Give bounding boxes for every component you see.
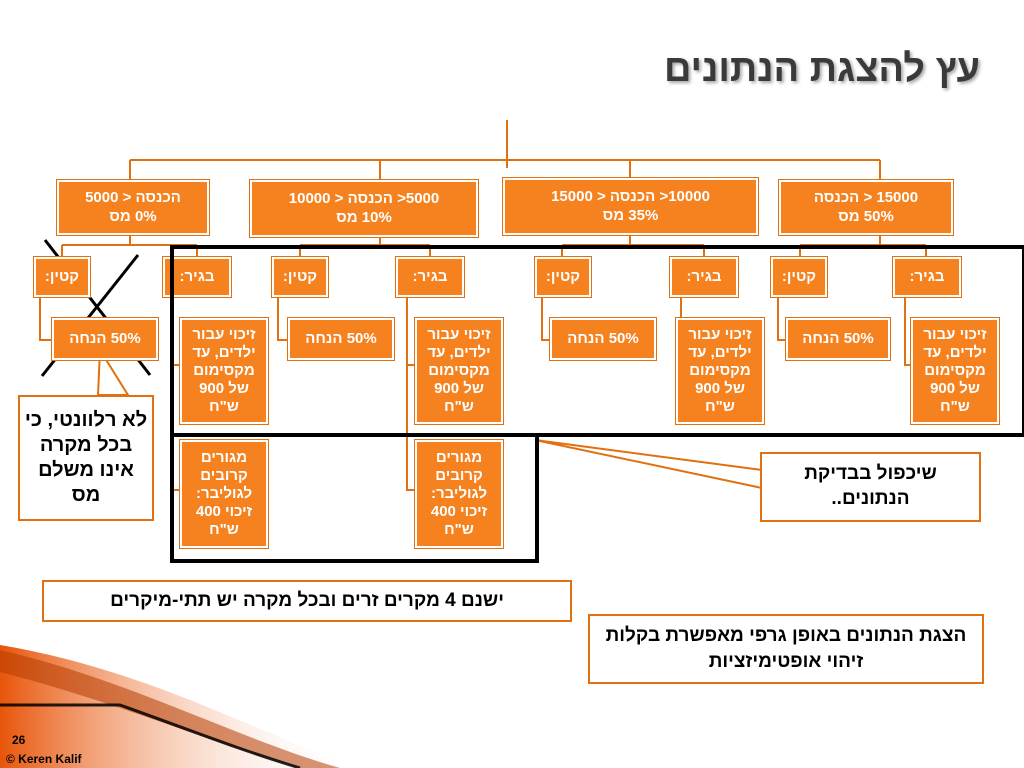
node-text: 5000< הכנסה < 10000 — [288, 189, 440, 207]
note-irrelevant: לא רלוונטי, כי בכל מקרה אינו משלם מס — [18, 395, 154, 521]
page-title: עץ להצגת הנתונים — [663, 48, 980, 90]
leaf-discount: 50% הנחה — [288, 318, 394, 360]
leaf-discount: 50% הנחה — [52, 318, 158, 360]
page-number: 26 — [12, 733, 26, 747]
highlight-frame-gulliver — [170, 433, 539, 563]
leaf-child-credit: זיכוי עבור ילדים, עד מקסימום של 900 ש"ח — [180, 318, 268, 424]
leaf-gulliver-credit: מגורים קרובים לגוליבר: זיכוי 400 ש"ח — [415, 440, 503, 548]
node-text: 0% מס — [109, 207, 157, 225]
decorative-swoosh — [0, 645, 360, 768]
node-adult: בגיר: — [670, 257, 738, 297]
node-income-bracket-1: הכנסה < 5000 0% מס — [57, 180, 209, 235]
node-text: הכנסה < 5000 — [85, 188, 181, 206]
callout-pointer-duplication — [534, 439, 763, 490]
node-adult: בגיר: — [893, 257, 961, 297]
node-income-bracket-4: 15000 < הכנסה 50% מס — [779, 180, 953, 235]
leaf-discount: 50% הנחה — [550, 318, 656, 360]
node-text: 15000 < הכנסה — [813, 188, 919, 206]
node-minor: קטין: — [34, 257, 90, 297]
node-income-bracket-3: 10000< הכנסה < 15000 35% מס — [503, 178, 758, 235]
node-adult: בגיר: — [396, 257, 464, 297]
leaf-child-credit: זיכוי עבור ילדים, עד מקסימום של 900 ש"ח — [415, 318, 503, 424]
leaf-gulliver-credit: מגורים קרובים לגוליבר: זיכוי 400 ש"ח — [180, 440, 268, 548]
node-text: 10% מס — [336, 208, 392, 226]
copyright: © Keren Kalif — [6, 752, 82, 766]
leaf-child-credit: זיכוי עבור ילדים, עד מקסימום של 900 ש"ח — [911, 318, 999, 424]
node-text: 50% מס — [838, 207, 894, 225]
node-adult: בגיר: — [163, 257, 231, 297]
note-graphic-display: הצגת הנתונים באופן גרפי מאפשרת בקלות זיה… — [588, 614, 984, 684]
node-minor: קטין: — [535, 257, 591, 297]
node-income-bracket-2: 5000< הכנסה < 10000 10% מס — [250, 180, 478, 237]
node-minor: קטין: — [272, 257, 328, 297]
highlight-frame-duplicated — [170, 245, 1024, 437]
leaf-child-credit: זיכוי עבור ילדים, עד מקסימום של 900 ש"ח — [676, 318, 764, 424]
decorative-swoosh-dark — [0, 650, 340, 768]
node-text: 35% מס — [602, 206, 659, 224]
leaf-discount: 50% הנחה — [786, 318, 890, 360]
note-duplication: שיכפול בבדיקת הנתונים.. — [760, 452, 981, 522]
note-four-cases: ישנם 4 מקרים זרים ובכל מקרה יש תתי-מיקרי… — [42, 580, 572, 622]
node-text: 10000< הכנסה < 15000 — [551, 187, 710, 205]
node-minor: קטין: — [771, 257, 827, 297]
